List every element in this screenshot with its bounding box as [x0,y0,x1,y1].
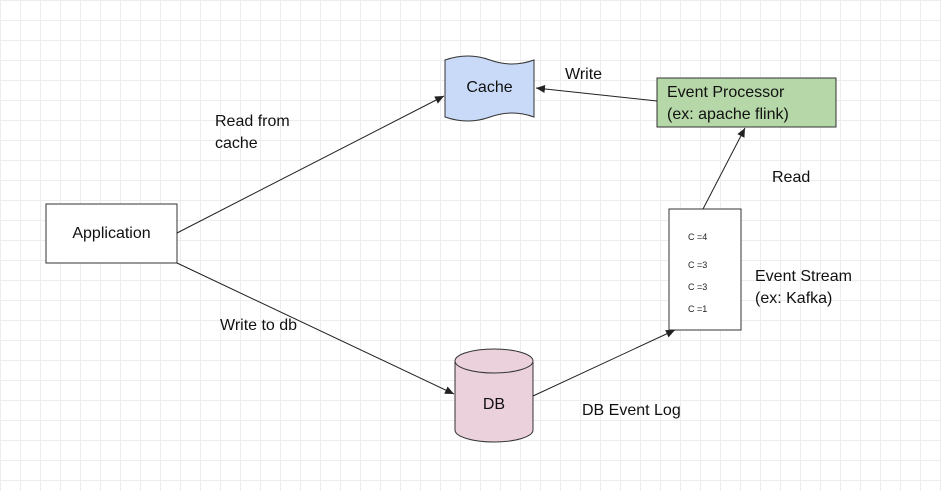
cache-node[interactable] [444,55,535,122]
write-to-db-arrow [176,262,455,395]
db-node[interactable] [454,348,534,443]
write-arrow [535,84,658,102]
stream-item: C =3 [688,282,708,292]
stream-item: C =3 [688,260,708,270]
write-label: Write [565,66,603,83]
application-label: Application [72,224,151,242]
cache-label: Cache [466,79,513,96]
db-event-log-arrow [532,329,676,397]
application-node[interactable] [45,203,178,264]
event-stream-label: Event Stream (ex: Kafka) [755,268,852,307]
db-label: DB [482,396,506,413]
write-to-db-label: Write to db [220,317,298,334]
read-from-cache-arrow [176,95,445,234]
db-event-log-label: DB Event Log [582,402,681,419]
read-from-cache-label: Read from cache [215,113,290,152]
stream-item: C =1 [688,304,708,314]
event-processor-node[interactable] [656,77,837,128]
event-processor-label: Event Processor (ex: apache flink) [667,84,789,123]
read-arrow [702,127,746,210]
read-label: Read [772,169,811,186]
stream-item: C =4 [688,232,708,242]
event-stream-node[interactable] [668,208,742,331]
